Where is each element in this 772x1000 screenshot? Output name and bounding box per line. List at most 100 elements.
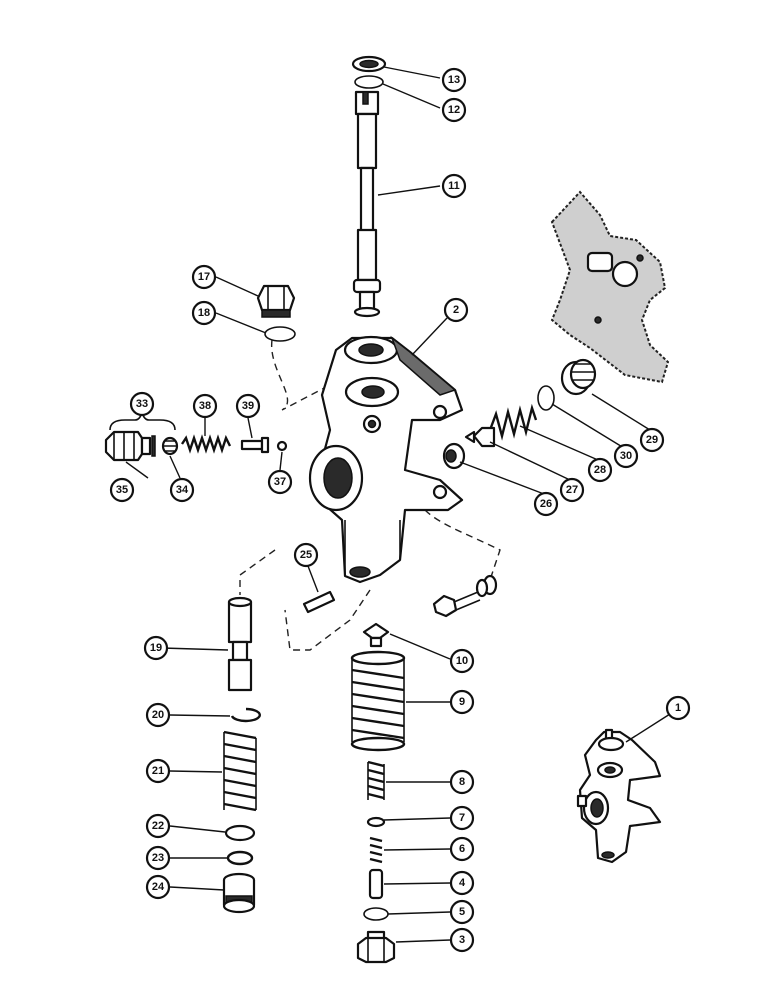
callout-33: 33 — [129, 391, 155, 417]
svg-text:23: 23 — [152, 852, 164, 864]
svg-text:29: 29 — [646, 434, 658, 446]
svg-text:7: 7 — [459, 812, 465, 824]
svg-text:35: 35 — [116, 484, 128, 496]
spring-21 — [223, 730, 257, 812]
svg-text:33: 33 — [136, 398, 148, 410]
callout-12: 12 — [441, 97, 467, 123]
svg-text:38: 38 — [199, 400, 211, 412]
callout-21: 21 — [145, 758, 171, 784]
plug-24 — [222, 872, 256, 914]
svg-text:24: 24 — [152, 881, 165, 893]
svg-text:4: 4 — [459, 877, 466, 889]
spring-9 — [350, 650, 406, 752]
callout-13: 13 — [441, 67, 467, 93]
svg-text:28: 28 — [594, 464, 606, 476]
callout-35: 35 — [109, 477, 135, 503]
plug-29 — [560, 358, 597, 396]
spool-19 — [227, 596, 253, 692]
svg-text:34: 34 — [176, 484, 189, 496]
plug-3 — [356, 930, 396, 964]
valve-assembly-icon — [576, 728, 662, 864]
spring-28 — [488, 403, 538, 441]
o-ring-30 — [537, 385, 555, 411]
poppet-27 — [464, 426, 496, 448]
callout-30: 30 — [613, 443, 639, 469]
svg-text:6: 6 — [459, 843, 465, 855]
callout-11: 11 — [441, 173, 467, 199]
svg-text:13: 13 — [448, 74, 460, 86]
pin-39 — [240, 436, 270, 454]
seat-26 — [442, 442, 466, 470]
callout-10: 10 — [449, 648, 475, 674]
pin-4 — [368, 868, 384, 900]
callout-8: 8 — [449, 769, 475, 795]
svg-text:37: 37 — [274, 476, 286, 488]
callout-37: 37 — [267, 469, 293, 495]
svg-text:2: 2 — [453, 304, 459, 316]
spring-6 — [369, 836, 383, 864]
callout-4: 4 — [449, 870, 475, 896]
svg-text:1: 1 — [675, 702, 681, 714]
svg-text:11: 11 — [448, 180, 460, 192]
o-ring-23 — [226, 850, 254, 866]
washer-7 — [366, 816, 386, 828]
poppet-10 — [362, 622, 390, 648]
plug-17 — [256, 284, 296, 318]
svg-text:25: 25 — [300, 549, 312, 561]
callout-22: 22 — [145, 813, 171, 839]
fitting-35 — [104, 430, 152, 462]
callout-7: 7 — [449, 805, 475, 831]
gasket-icon — [550, 190, 670, 384]
pin-25 — [302, 590, 336, 614]
svg-text:18: 18 — [198, 307, 210, 319]
callout-3: 3 — [449, 927, 475, 953]
assembly-lines — [239, 339, 501, 651]
o-ring-12 — [354, 75, 384, 89]
callout-20: 20 — [145, 702, 171, 728]
o-ring-18 — [264, 326, 296, 342]
svg-text:30: 30 — [620, 450, 632, 462]
callout-26: 26 — [533, 491, 559, 517]
svg-text:39: 39 — [242, 400, 254, 412]
svg-text:5: 5 — [459, 906, 465, 918]
callout-38: 38 — [192, 393, 218, 419]
svg-text:12: 12 — [448, 104, 460, 116]
svg-text:27: 27 — [566, 484, 578, 496]
spring-8 — [367, 760, 385, 800]
callout-5: 5 — [449, 899, 475, 925]
callout-18: 18 — [191, 300, 217, 326]
svg-text:21: 21 — [152, 765, 164, 777]
washer-22 — [224, 824, 256, 842]
callout-17: 17 — [191, 264, 217, 290]
svg-text:8: 8 — [459, 776, 465, 788]
callout-39: 39 — [235, 393, 261, 419]
svg-text:3: 3 — [459, 934, 465, 946]
callout-2: 2 — [443, 297, 469, 323]
callout-24: 24 — [145, 874, 171, 900]
ball-37 — [276, 440, 288, 452]
callout-6: 6 — [449, 836, 475, 862]
shaft-11 — [352, 90, 382, 318]
svg-text:17: 17 — [198, 271, 210, 283]
o-ring-5 — [363, 907, 389, 921]
spring-38 — [181, 434, 232, 454]
callout-19: 19 — [143, 635, 169, 661]
washer-34 — [151, 435, 179, 457]
callout-23: 23 — [145, 845, 171, 871]
callout-29: 29 — [639, 427, 665, 453]
cap-13 — [351, 55, 387, 73]
callout-9: 9 — [449, 689, 475, 715]
valve-body-icon — [308, 335, 464, 584]
callout-34: 34 — [169, 477, 195, 503]
svg-text:20: 20 — [152, 709, 164, 721]
callout-1: 1 — [665, 695, 691, 721]
leader-lines — [125, 66, 671, 943]
snap-ring-20 — [230, 707, 261, 723]
svg-text:26: 26 — [540, 498, 552, 510]
callout-27: 27 — [559, 477, 585, 503]
callout-25: 25 — [293, 542, 319, 568]
bolt — [432, 574, 498, 618]
svg-text:10: 10 — [456, 655, 468, 667]
svg-text:19: 19 — [150, 642, 162, 654]
